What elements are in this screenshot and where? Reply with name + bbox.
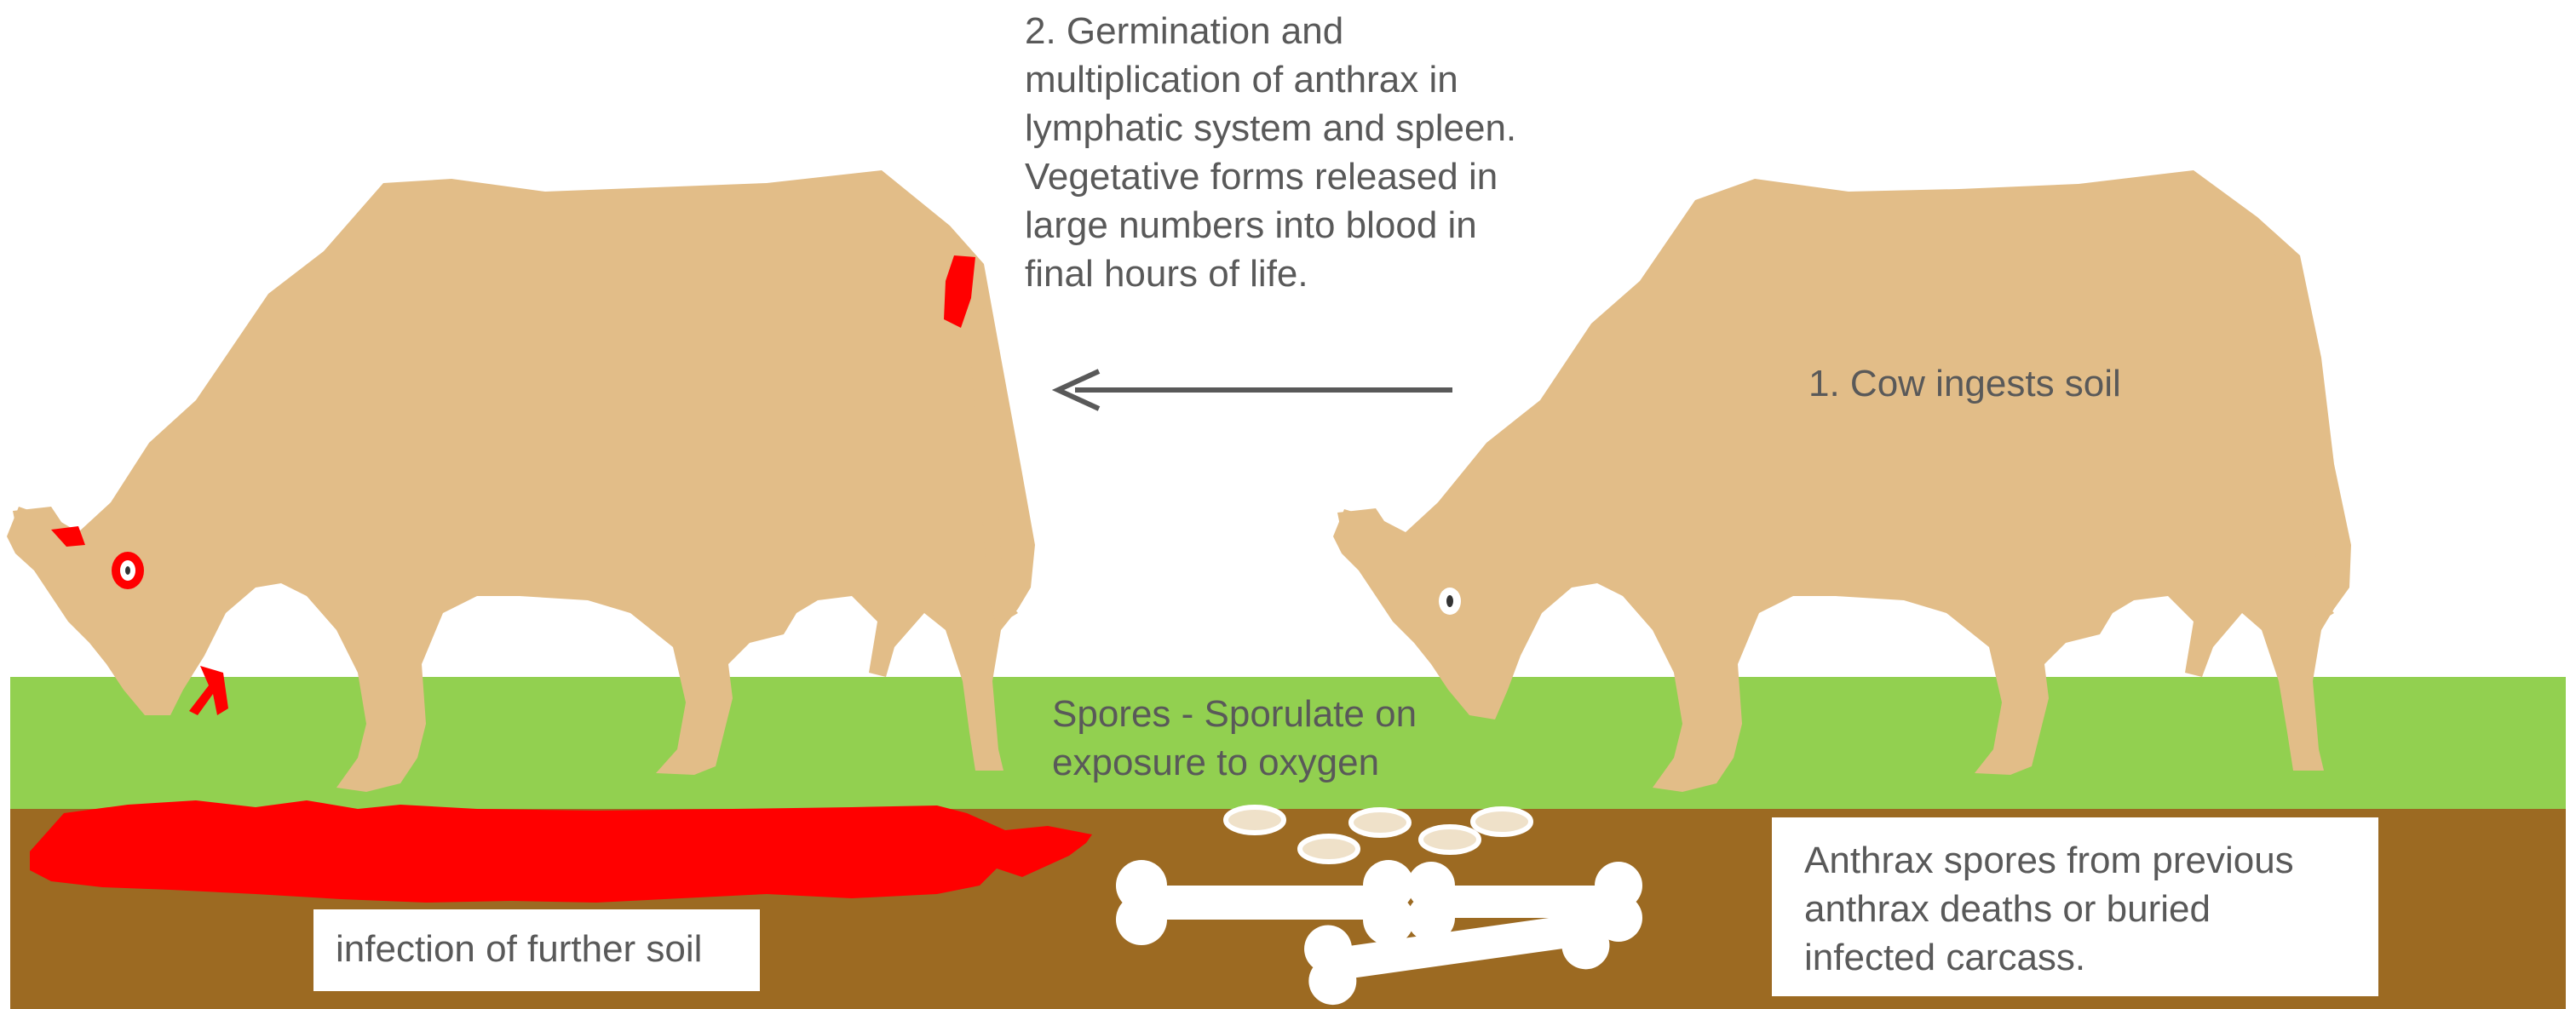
further-soil-label: infection of further soil — [336, 925, 702, 973]
spores-label: Spores - Sporulate on exposure to oxygen — [1052, 690, 1529, 787]
germination-label: 2. Germination and multiplication of ant… — [1025, 7, 1672, 298]
arrow-left-icon — [1058, 371, 1452, 409]
spore-icon — [1351, 810, 1409, 835]
spore-icon — [1300, 836, 1358, 862]
further-soil-box: infection of further soil — [313, 909, 760, 991]
blood-pool-icon — [30, 800, 1092, 903]
spore-icon — [1226, 807, 1284, 833]
spore-icon — [1421, 827, 1479, 852]
spore-icon — [1473, 809, 1531, 834]
previous-deaths-box: Anthrax spores from previous anthrax dea… — [1772, 817, 2378, 996]
ingest-label: 1. Cow ingests soil — [1808, 359, 2320, 408]
previous-deaths-label: Anthrax spores from previous anthrax dea… — [1804, 836, 2366, 982]
